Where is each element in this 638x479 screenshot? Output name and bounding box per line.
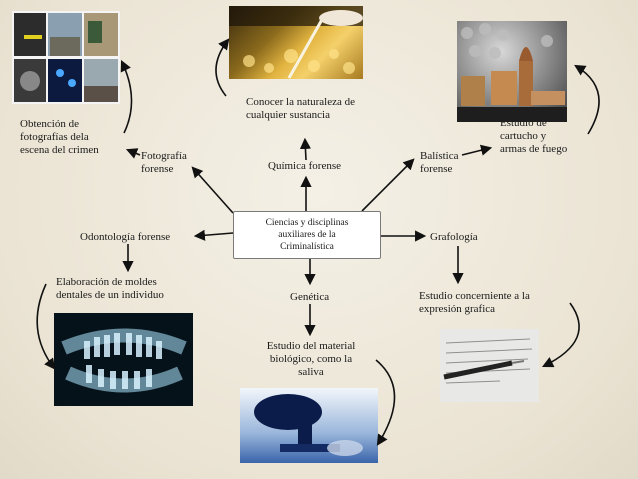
genetica-node: Genética xyxy=(290,291,330,303)
fotografia-desc-line: escena del crimen xyxy=(20,144,99,156)
balistica-line: Balística xyxy=(420,150,459,162)
odontologia-desc-line: dentales de un individuo xyxy=(56,289,164,301)
center-line-2: auxiliares de la xyxy=(278,230,336,240)
quimica-desc-line: cualquier sustancia xyxy=(246,109,330,121)
grafologia-desc-line: Estudio concerniente a la xyxy=(419,290,530,302)
grafologia-desc: Estudio concerniente a la expresión graf… xyxy=(419,290,530,316)
center-line-3: Criminalística xyxy=(280,242,334,252)
microscope-photo xyxy=(240,388,378,463)
odontologia-node: Odontología forense xyxy=(80,231,171,243)
balistica-desc: Estudio de cartucho y armas de fuego xyxy=(500,117,567,156)
fotografia-desc: Obtención de fotografías dela escena del… xyxy=(20,118,99,157)
fotografia-line: forense xyxy=(141,163,174,175)
quimica-desc-line: Conocer la naturaleza de xyxy=(246,96,356,108)
genetica-desc: Estudio del material biológico, como la … xyxy=(258,340,364,379)
genetica-desc-line: saliva xyxy=(298,366,324,378)
center-node: Ciencias y disciplinas auxiliares de la … xyxy=(233,211,381,259)
fotografia-desc-line: fotografías dela xyxy=(20,131,89,143)
balistica-desc-line: Estudio de xyxy=(500,117,547,129)
balistica-desc-line: cartucho y xyxy=(500,130,547,142)
balistica-line: forense xyxy=(420,163,453,175)
pen-handwriting-photo xyxy=(440,329,539,402)
chemistry-pipette-photo xyxy=(229,6,363,79)
odontologia-desc: Elaboración de moldes dentales de un ind… xyxy=(56,276,164,302)
genetica-desc-line: Estudio del material xyxy=(266,340,356,352)
quimica-node: Química forense xyxy=(268,160,341,172)
fotografia-line: Fotografía xyxy=(141,150,187,162)
fotografia-desc-line: Obtención de xyxy=(20,118,79,130)
genetica-desc-line: biológico, como la xyxy=(269,353,353,365)
grafologia-desc-line: expresión grafica xyxy=(419,303,496,315)
odontologia-desc-line: Elaboración de moldes xyxy=(56,276,157,288)
balistica-desc-line: armas de fuego xyxy=(500,143,568,155)
balistica-node: Balística forense xyxy=(420,150,459,176)
dental-xray-photo xyxy=(54,313,193,406)
crime-scene-photo-collage xyxy=(12,11,120,104)
center-line-1: Ciencias y disciplinas xyxy=(265,218,349,228)
fotografia-node: Fotografía forense xyxy=(141,150,187,176)
quimica-desc: Conocer la naturaleza de cualquier susta… xyxy=(246,96,355,122)
grafologia-node: Grafología xyxy=(430,231,478,243)
bullets-photo xyxy=(457,21,567,122)
